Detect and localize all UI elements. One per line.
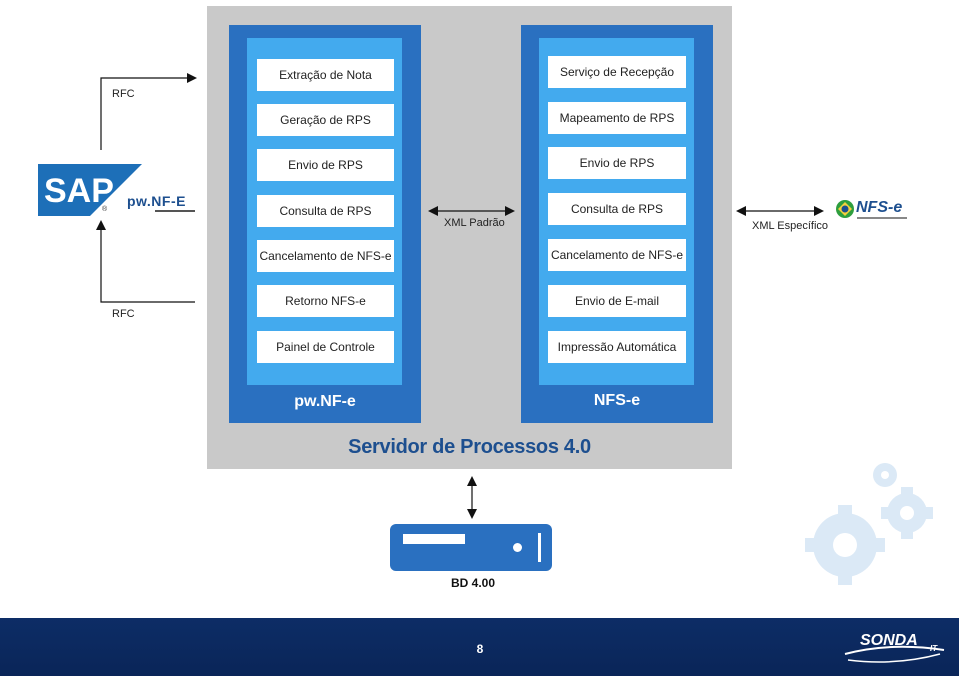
page-number: 8 [476,642,484,656]
rfc-top-arrow [100,73,197,150]
sap-logo: SAP [38,164,142,216]
database-drive-slot [403,534,465,544]
xml-padrao-label: XML Padrão [444,217,505,229]
pwnfe-item: Extração de Nota [257,59,394,91]
pwnfe-column-title: pw.NF-e [294,393,356,410]
pwnfe-logo-underline [155,210,195,212]
nfse-column-title: NFS-e [593,392,641,409]
rfc-bottom-label: RFC [112,308,135,320]
sap-logo-text: SAP [44,172,114,210]
footer-bar [0,618,959,676]
rfc-bottom-arrow [96,220,195,303]
pwnfe-item: Consulta de RPS [257,195,394,227]
database-power-led [513,543,522,552]
nfse-item: Envio de RPS [548,147,686,179]
pwnfe-item: Geração de RPS [257,104,394,136]
server-title: Servidor de Processos 4.0 [348,436,591,458]
nfse-logo-subline [857,217,907,219]
nfse-item: Cancelamento de NFS-e [548,239,686,271]
nfse-item: Consulta de RPS [548,193,686,225]
nfse-logo-text: NFS-e [856,199,903,216]
sap-logo-shape: SAP [38,164,142,216]
pwnfe-logo-text: pw.NF-E [127,193,186,209]
pwnfe-item: Painel de Controle [257,331,394,363]
gears-icon [805,463,933,585]
sonda-swoosh-icon [844,645,945,663]
sonda-logo-text: SONDA [860,632,918,649]
pwnfe-logo: pw.NF-E [127,193,197,213]
pwnfe-item: Retorno NFS-e [257,285,394,317]
database-handle [538,533,541,562]
nfse-logo: NFS-e [835,199,910,221]
pwnfe-item: Envio de RPS [257,149,394,181]
pwnfe-item: Cancelamento de NFS-e [257,240,394,272]
nfse-item: Envio de E-mail [548,285,686,317]
gear-teeth-large [805,505,885,585]
database-server-icon [390,524,552,571]
sonda-logo-suffix: IT [930,644,938,653]
rfc-top-label: RFC [112,88,135,100]
xml-especifico-label: XML Específico [752,220,829,232]
registered-mark-icon: ® [102,206,108,213]
nfse-item: Impressão Automática [548,331,686,363]
brazil-flag-icon [836,200,854,218]
nfse-item: Serviço de Recepção [548,56,686,88]
sonda-logo: SONDA IT [840,630,950,670]
nfse-item: Mapeamento de RPS [548,102,686,134]
database-label: BD 4.00 [450,576,496,590]
